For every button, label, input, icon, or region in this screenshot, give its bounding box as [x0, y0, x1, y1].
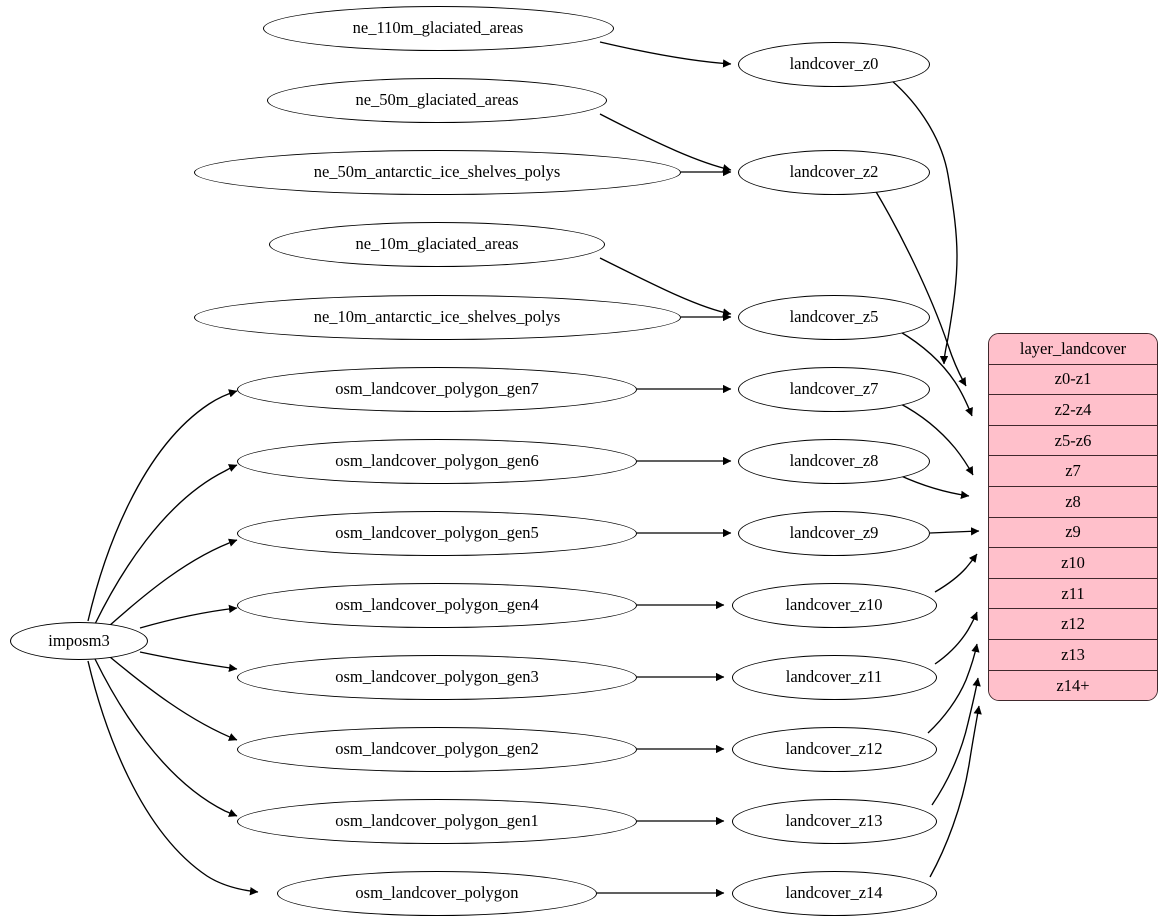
node-label: landcover_z8 — [789, 450, 879, 470]
node-label: landcover_z11 — [785, 666, 883, 686]
node-label: osm_landcover_polygon_gen4 — [335, 594, 539, 614]
edge-landcover_z11-to-layer_landcover.z11 — [934, 611, 978, 665]
node-label: landcover_z7 — [789, 378, 879, 398]
osm-node-osm_landcover_polygon_gen5[interactable]: osm_landcover_polygon_gen5 — [237, 510, 637, 556]
edge-landcover_z7-to-layer_landcover.z7 — [898, 402, 974, 476]
layer-table-row-z14+[interactable]: z14+ — [989, 670, 1157, 700]
node-label: landcover_z5 — [789, 306, 879, 326]
node-label: ne_10m_antarctic_ice_shelves_polys — [313, 306, 561, 326]
osm-node-osm_landcover_polygon_gen4[interactable]: osm_landcover_polygon_gen4 — [237, 582, 637, 628]
node-label: osm_landcover_polygon_gen2 — [335, 738, 539, 758]
node-label: ne_50m_antarctic_ice_shelves_polys — [313, 161, 561, 181]
landcover-node-landcover_z8[interactable]: landcover_z8 — [738, 438, 930, 484]
node-label: osm_landcover_polygon_gen6 — [335, 450, 539, 470]
layer-table-row-z5-z6[interactable]: z5-z6 — [989, 425, 1157, 457]
edge-imposm3-to-osm_landcover_polygon_gen2 — [109, 656, 238, 741]
node-label: landcover_z14 — [785, 882, 883, 902]
source-node-imposm3[interactable]: imposm3 — [10, 622, 148, 660]
landcover-node-landcover_z7[interactable]: landcover_z7 — [738, 366, 930, 412]
edge-landcover_z0-to-layer_landcover.z0-z1 — [890, 79, 958, 365]
node-label: osm_landcover_polygon — [355, 882, 519, 902]
edge-imposm3-to-osm_landcover_polygon_gen6 — [94, 464, 238, 625]
edge-imposm3-to-osm_landcover_polygon_gen3 — [139, 651, 238, 673]
edge-landcover_z8-to-layer_landcover.z8 — [898, 474, 970, 500]
landcover-node-landcover_z14[interactable]: landcover_z14 — [731, 870, 937, 916]
osm-node-osm_landcover_polygon_gen1[interactable]: osm_landcover_polygon_gen1 — [237, 798, 637, 844]
landcover-node-landcover_z9[interactable]: landcover_z9 — [738, 510, 930, 556]
edge-ne_10m_glaciated_areas-to-landcover_z5 — [599, 257, 732, 317]
layer-table-row-z13[interactable]: z13 — [989, 639, 1157, 671]
node-label: landcover_z13 — [785, 810, 883, 830]
node-label: imposm3 — [48, 630, 110, 650]
layer-table-row-z2-z4[interactable]: z2-z4 — [989, 395, 1157, 426]
edge-imposm3-to-osm_landcover_polygon_gen4 — [139, 604, 238, 629]
node-label: osm_landcover_polygon_gen5 — [335, 522, 539, 542]
edge-landcover_z5-to-layer_landcover.z5-z6 — [898, 330, 973, 417]
node-label: osm_landcover_polygon_gen3 — [335, 666, 539, 686]
osm-node-osm_landcover_polygon_gen2[interactable]: osm_landcover_polygon_gen2 — [237, 726, 637, 772]
landcover-node-landcover_z0[interactable]: landcover_z0 — [738, 41, 930, 87]
edge-landcover_z12-to-layer_landcover.z12 — [927, 643, 980, 734]
node-label: landcover_z0 — [789, 53, 879, 73]
layer-table-row-z10[interactable]: z10 — [989, 548, 1157, 579]
landcover-node-landcover_z12[interactable]: landcover_z12 — [731, 726, 937, 772]
edge-ne_110m_glaciated_areas-to-landcover_z0 — [599, 41, 732, 68]
edge-ne_50m_glaciated_areas-to-landcover_z2 — [599, 113, 732, 173]
node-label: landcover_z12 — [785, 738, 883, 758]
edge-imposm3-to-osm_landcover_polygon_gen7 — [87, 389, 238, 622]
edge-landcover_z13-to-layer_landcover.z13 — [931, 677, 981, 806]
ne-node-ne_50m_glaciated_areas[interactable]: ne_50m_glaciated_areas — [267, 77, 607, 123]
osm-node-osm_landcover_polygon_gen7[interactable]: osm_landcover_polygon_gen7 — [237, 366, 637, 412]
landcover-node-landcover_z2[interactable]: landcover_z2 — [738, 149, 930, 195]
layer-table-row-z12[interactable]: z12 — [989, 609, 1157, 640]
osm-node-osm_landcover_polygon[interactable]: osm_landcover_polygon — [277, 870, 597, 916]
edge-landcover_z9-to-layer_landcover.z9 — [929, 527, 980, 536]
node-label: landcover_z10 — [785, 594, 883, 614]
node-label: landcover_z2 — [789, 161, 879, 181]
landcover-node-landcover_z10[interactable]: landcover_z10 — [731, 582, 937, 628]
edge-imposm3-to-osm_landcover_polygon_gen5 — [108, 538, 238, 627]
ne-node-ne_50m_antarctic_ice_shelves_polys[interactable]: ne_50m_antarctic_ice_shelves_polys — [193, 149, 681, 195]
landcover-node-landcover_z5[interactable]: landcover_z5 — [738, 294, 930, 340]
osm-node-osm_landcover_polygon_gen3[interactable]: osm_landcover_polygon_gen3 — [237, 654, 637, 700]
osm-node-osm_landcover_polygon_gen6[interactable]: osm_landcover_polygon_gen6 — [237, 438, 637, 484]
edge-imposm3-to-osm_landcover_polygon — [87, 660, 259, 896]
layer-table-row-z9[interactable]: z9 — [989, 517, 1157, 549]
node-label: ne_50m_glaciated_areas — [355, 89, 519, 109]
edge-landcover_z2-to-layer_landcover.z2-z4 — [874, 189, 967, 387]
node-label: osm_landcover_polygon_gen1 — [335, 810, 539, 830]
node-label: ne_10m_glaciated_areas — [355, 233, 519, 253]
layer-table-row-z8[interactable]: z8 — [989, 486, 1157, 518]
ne-node-ne_10m_antarctic_ice_shelves_polys[interactable]: ne_10m_antarctic_ice_shelves_polys — [193, 294, 681, 340]
node-label: ne_110m_glaciated_areas — [352, 17, 524, 37]
layer-table-row-z0-z1[interactable]: z0-z1 — [989, 364, 1157, 396]
landcover-node-landcover_z13[interactable]: landcover_z13 — [731, 798, 937, 844]
ne-node-ne_110m_glaciated_areas[interactable]: ne_110m_glaciated_areas — [262, 5, 614, 51]
edge-landcover_z14-to-layer_landcover.z14+ — [929, 705, 982, 878]
node-label: landcover_z9 — [789, 522, 879, 542]
edge-imposm3-to-osm_landcover_polygon_gen1 — [94, 658, 238, 817]
ne-node-ne_10m_glaciated_areas[interactable]: ne_10m_glaciated_areas — [269, 221, 605, 267]
layer-table-row-z7[interactable]: z7 — [989, 456, 1157, 487]
layer-table-header: layer_landcover — [989, 334, 1157, 365]
landcover-node-landcover_z11[interactable]: landcover_z11 — [731, 654, 937, 700]
edge-landcover_z10-to-layer_landcover.z10 — [934, 553, 978, 593]
node-label: osm_landcover_polygon_gen7 — [335, 378, 539, 398]
layer-table-row-z11[interactable]: z11 — [989, 578, 1157, 610]
